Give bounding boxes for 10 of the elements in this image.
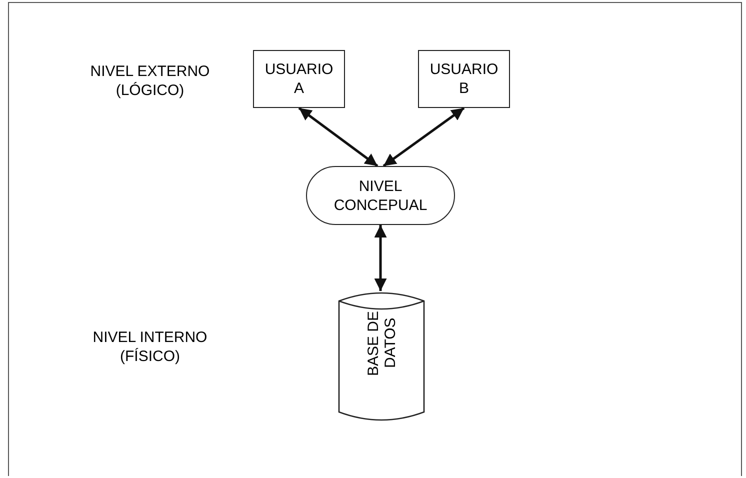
double-arrow: [298, 107, 378, 167]
level-label: NIVEL INTERNO (FÍSICO): [92, 328, 208, 366]
user-box: [418, 50, 510, 108]
double-arrow: [382, 106, 465, 168]
user-box: [253, 50, 345, 108]
node-label: NIVEL CONCEPUAL: [332, 176, 428, 214]
node-label: USUARIO B: [428, 60, 500, 98]
double-arrow: [374, 225, 387, 291]
node-label: USUARIO A: [264, 60, 334, 98]
level-label: NIVEL EXTERNO (LÓGICO): [89, 62, 211, 100]
